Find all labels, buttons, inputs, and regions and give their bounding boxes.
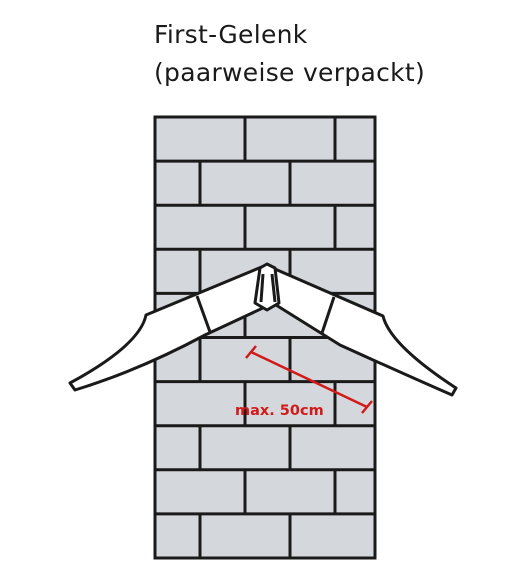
measurement-label: max. 50cm (235, 403, 324, 419)
hinge-left-plate-edge (195, 295, 212, 333)
diagram-title: First-Gelenk (154, 20, 308, 49)
hinge-right-plate-edge (320, 296, 336, 334)
hinge-right-arm (266, 264, 458, 397)
diagram-subtitle: (paarweise verpackt) (154, 58, 426, 87)
measurement-line (250, 350, 368, 409)
hinge-left-arm (68, 264, 282, 392)
hinge-center-joint (253, 262, 281, 312)
hinge-joint-lines (259, 273, 277, 303)
measurement-indicator (245, 345, 373, 414)
ridge-hinge (68, 262, 458, 397)
measurement-tick-end (361, 400, 373, 414)
measurement-tick-start (245, 345, 257, 359)
